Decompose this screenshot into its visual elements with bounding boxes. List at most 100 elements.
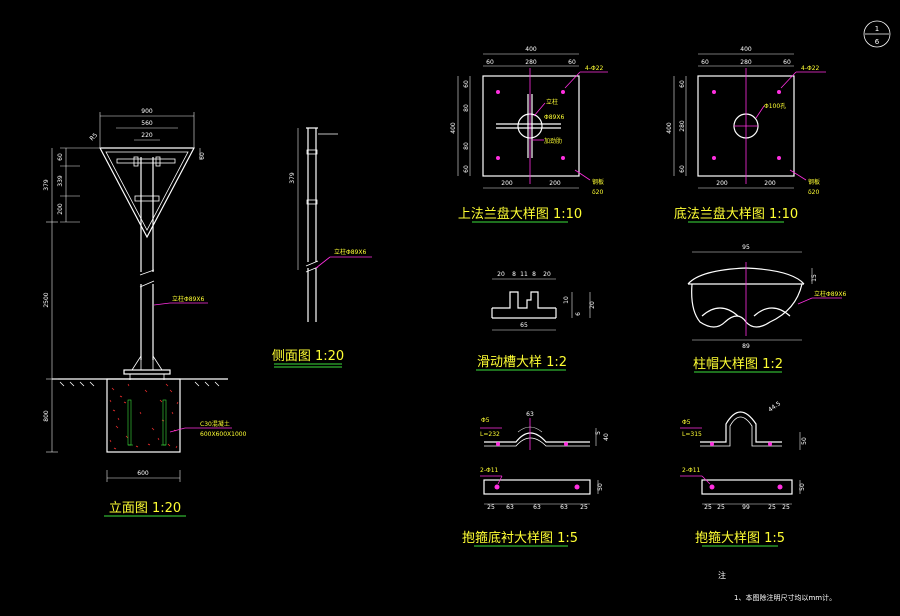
title-elevation: 立面图 1:20 <box>109 501 181 516</box>
hoop-bdim-3: 25 <box>768 504 776 511</box>
title-bottom-flange: 底法兰盘大样图 1:10 <box>674 206 798 222</box>
bf-bolt-label: 4-Φ22 <box>801 65 820 72</box>
hb-dim-height: 50 <box>597 483 604 491</box>
bf-dim-280: 280 <box>740 59 752 66</box>
title-hoop-base: 抱箍底衬大样图 1:5 <box>462 530 578 546</box>
bf-dim-60a: 60 <box>701 59 709 66</box>
top-flange-detail: 400 60 280 60 400 60 80 80 60 200 200 4-… <box>450 46 608 223</box>
dim-left-60: 60 <box>57 153 64 161</box>
bottom-flange-detail: 400 60 280 60 400 60 280 60 200 200 4-Φ2… <box>666 46 826 223</box>
dim-left-379: 379 <box>43 179 50 191</box>
tf-dim-left-80b: 80 <box>463 142 470 150</box>
tf-bolt-label: 4-Φ22 <box>585 65 604 72</box>
dim-560: 560 <box>141 120 153 127</box>
hoop-base-detail: Φ5 L=232 63 5 40 2-Φ11 25 63 63 63 25 50… <box>462 411 610 547</box>
bf-dim-left-60b: 60 <box>679 165 686 173</box>
hoop-len-label: L=315 <box>682 431 702 438</box>
tf-dim-left-400: 400 <box>450 122 457 134</box>
dim-900: 900 <box>141 108 153 115</box>
notes-line-1: 1、本图除注明尺寸均以mm计。 <box>734 593 836 602</box>
hoop-bdim-2: 99 <box>742 504 750 511</box>
hoop-bdim-1: 25 <box>717 504 725 511</box>
bf-dim-400: 400 <box>740 46 752 53</box>
dim-left-200: 200 <box>57 203 64 215</box>
chamfer-label: R5 <box>88 132 99 143</box>
dim-found-width: 600 <box>137 470 149 477</box>
hb-dim-r: 5 <box>595 431 602 435</box>
hoop-diam-label: Φ5 <box>682 419 691 426</box>
hb-bdim-2: 63 <box>533 504 541 511</box>
sheet-num: 1 <box>875 25 879 33</box>
tf-pipe-label1: 立柱 <box>546 98 558 106</box>
bf-hole-label: Φ100孔 <box>764 102 786 110</box>
hoop-detail: Φ5 L=315 44.5 50 2-Φ11 25 25 99 25 25 50… <box>680 400 808 547</box>
hb-dim-63: 63 <box>526 411 534 418</box>
tf-dim-60a: 60 <box>486 59 494 66</box>
tf-plate-label1: 钢板 <box>592 178 604 186</box>
hb-bdim-3: 63 <box>560 504 568 511</box>
sheet-number-badge: 1 6 <box>863 20 891 48</box>
tf-rib-label: 加劲肋 <box>544 137 562 145</box>
sign-triangle <box>99 147 195 239</box>
title-cap: 柱帽大样图 1:2 <box>693 356 783 372</box>
foundation-block <box>106 378 181 453</box>
title-side: 侧面图 1:20 <box>272 349 344 364</box>
notes-heading: 注 <box>718 570 726 580</box>
dim-pole-length: 2500 <box>43 292 50 307</box>
hoop-dim-r: 50 <box>801 437 808 445</box>
bf-dim-left-400: 400 <box>666 122 673 134</box>
tf-dim-left-80a: 80 <box>463 104 470 112</box>
elevation-view: 900 560 220 R5 60 60 339 200 379 2500 80… <box>43 108 247 517</box>
notes-block: 注 1、本图除注明尺寸均以mm计。 <box>718 570 836 602</box>
title-hoop: 抱箍大样图 1:5 <box>695 530 785 546</box>
slide-groove-detail: 20 8 11 8 20 65 10 20 6 滑动槽大样 1:2 <box>476 271 596 371</box>
cap-detail: 95 89 15 立柱Φ89X6 柱帽大样图 1:2 <box>687 244 846 373</box>
bf-dim-left-60a: 60 <box>679 80 686 88</box>
sheet-total: 6 <box>875 38 880 46</box>
hb-len-label: L=232 <box>480 431 500 438</box>
sg-dim-11: 11 <box>520 271 528 278</box>
title-top-flange: 上法兰盘大样图 1:10 <box>458 206 582 222</box>
title-slide-groove: 滑动槽大样 1:2 <box>477 355 567 370</box>
sg-dim-65: 65 <box>520 322 528 329</box>
sg-dim-20b: 20 <box>543 271 551 278</box>
dim-220: 220 <box>141 132 153 139</box>
cap-pipe-label: 立柱Φ89X6 <box>814 290 846 298</box>
sg-dim-20a: 20 <box>497 271 505 278</box>
bf-dim-bottom-200b: 200 <box>764 180 776 187</box>
tf-pipe-label2: Φ89X6 <box>544 114 564 121</box>
tf-plate-label2: δ20 <box>592 189 603 196</box>
pipe-label-side: 立柱Φ89X6 <box>334 248 366 256</box>
hb-dim-r2: 40 <box>603 433 610 441</box>
sg-dim-right-6: 6 <box>575 312 582 316</box>
sg-dim-8a: 8 <box>512 271 516 278</box>
hoop-bdim-4: 25 <box>782 504 790 511</box>
concrete-size: 600X600X1000 <box>200 431 247 438</box>
tf-dim-bottom-200b: 200 <box>549 180 561 187</box>
hoop-holes-label: 2-Φ11 <box>682 467 701 474</box>
hoop-bdim-0: 25 <box>704 504 712 511</box>
cap-dim-89: 89 <box>742 343 750 350</box>
concrete-hatch <box>109 383 179 450</box>
sg-dim-right-10: 10 <box>563 296 570 304</box>
sg-dim-right-20: 20 <box>589 301 596 309</box>
hoop-dim-radius: 44.5 <box>767 400 782 414</box>
dim-side-379: 379 <box>289 172 296 184</box>
bf-dim-60b: 60 <box>783 59 791 66</box>
hb-holes-label: 2-Φ11 <box>480 467 499 474</box>
hb-bdim-4: 25 <box>580 504 588 511</box>
sg-dim-8b: 8 <box>532 271 536 278</box>
bf-plate-label1: 钢板 <box>808 178 820 186</box>
concrete-label: C30混凝土 <box>200 420 230 428</box>
tf-dim-280: 280 <box>525 59 537 66</box>
tf-dim-400: 400 <box>525 46 537 53</box>
hoop-dim-height: 50 <box>799 483 806 491</box>
bf-plate-label2: δ20 <box>808 189 819 196</box>
dim-found-depth: 800 <box>43 410 50 422</box>
tf-dim-left-60: 60 <box>463 80 470 88</box>
pipe-label-elev: 立柱Φ89X6 <box>172 295 204 303</box>
tf-dim-60b: 60 <box>568 59 576 66</box>
bf-dim-bottom-200a: 200 <box>716 180 728 187</box>
tf-dim-left-60b: 60 <box>463 165 470 173</box>
